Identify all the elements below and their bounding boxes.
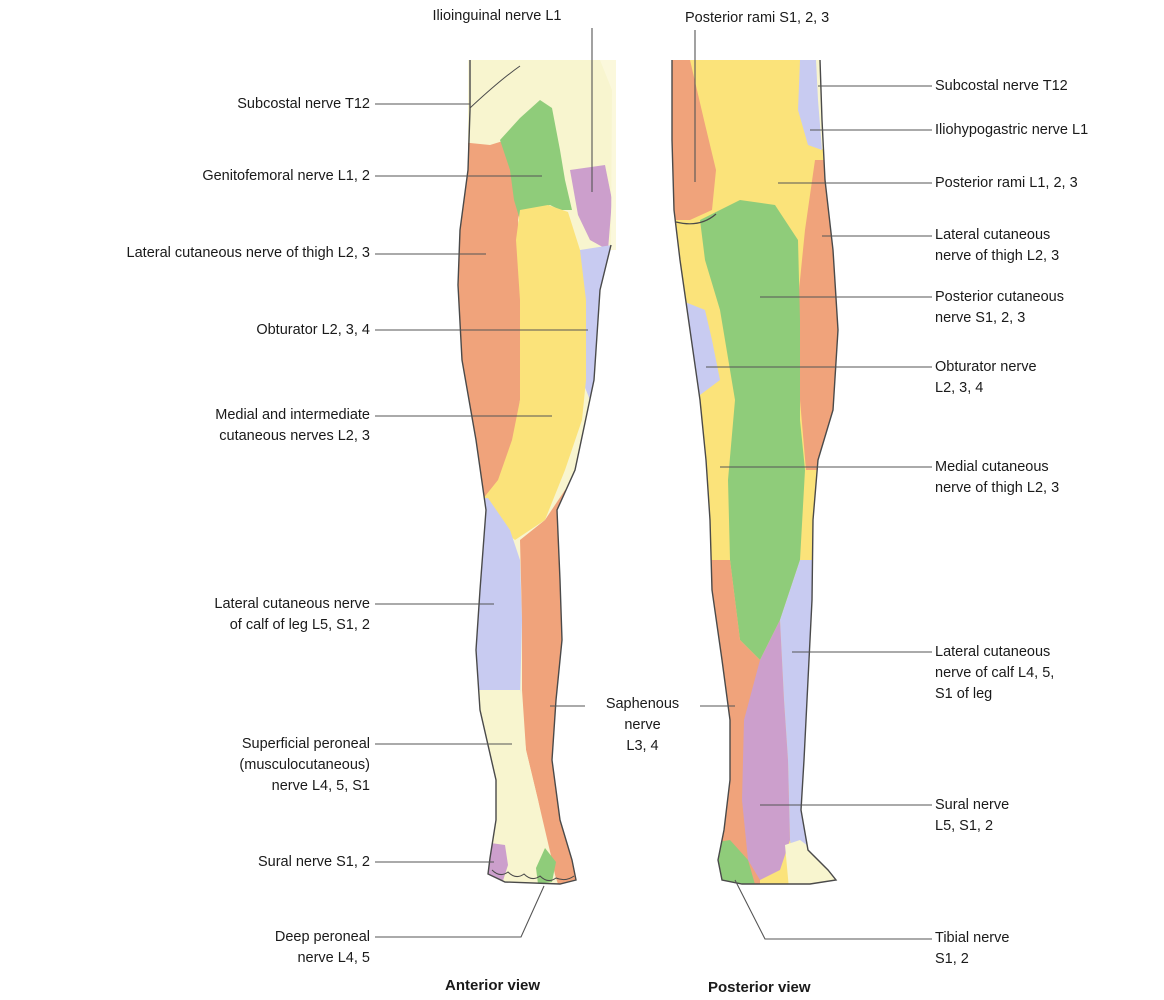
label-iliohypogastric: Iliohypogastric nerve L1 xyxy=(935,120,1088,141)
label-tibial: Tibial nerve S1, 2 xyxy=(935,928,1009,970)
leader-tibial xyxy=(735,880,932,939)
leader-deep-peroneal xyxy=(375,886,544,937)
label-saphenous: Saphenous nerve L3, 4 xyxy=(585,694,700,757)
posterior-caption: Posterior view xyxy=(708,977,811,998)
label-superficial-peroneal: Superficial peroneal (musculocutaneous) … xyxy=(239,734,370,797)
label-lateral-calf-anterior: Lateral cutaneous nerve of calf of leg L… xyxy=(214,594,370,636)
label-ilioinguinal: Ilioinguinal nerve L1 xyxy=(394,6,600,27)
label-deep-peroneal: Deep peroneal nerve L4, 5 xyxy=(275,927,370,969)
label-sural-anterior: Sural nerve S1, 2 xyxy=(258,852,370,873)
label-genitofemoral: Genitofemoral nerve L1, 2 xyxy=(202,166,370,187)
posterior-leg xyxy=(660,40,850,920)
label-posterior-cutaneous: Posterior cutaneous nerve S1, 2, 3 xyxy=(935,287,1064,329)
label-subcostal-posterior: Subcostal nerve T12 xyxy=(935,76,1068,97)
label-sural-posterior: Sural nerve L5, S1, 2 xyxy=(935,795,1009,837)
label-posterior-rami-S: Posterior rami S1, 2, 3 xyxy=(685,8,829,29)
label-lateral-calf-posterior: Lateral cutaneous nerve of calf L4, 5, S… xyxy=(935,642,1054,705)
label-posterior-rami-L: Posterior rami L1, 2, 3 xyxy=(935,173,1078,194)
label-obturator-anterior: Obturator L2, 3, 4 xyxy=(256,320,370,341)
label-medial-cutaneous: Medial cutaneous nerve of thigh L2, 3 xyxy=(935,457,1059,499)
leader-lines xyxy=(375,28,932,939)
anterior-leg xyxy=(440,40,640,920)
label-obturator-posterior: Obturator nerve L2, 3, 4 xyxy=(935,357,1037,399)
label-medial-intermediate: Medial and intermediate cutaneous nerves… xyxy=(215,405,370,447)
posterior-heel-region xyxy=(785,840,840,900)
anterior-caption: Anterior view xyxy=(445,975,540,996)
label-subcostal-anterior: Subcostal nerve T12 xyxy=(237,94,370,115)
label-lateral-thigh-posterior: Lateral cutaneous nerve of thigh L2, 3 xyxy=(935,225,1059,267)
label-lateral-thigh-anterior: Lateral cutaneous nerve of thigh L2, 3 xyxy=(127,243,370,264)
